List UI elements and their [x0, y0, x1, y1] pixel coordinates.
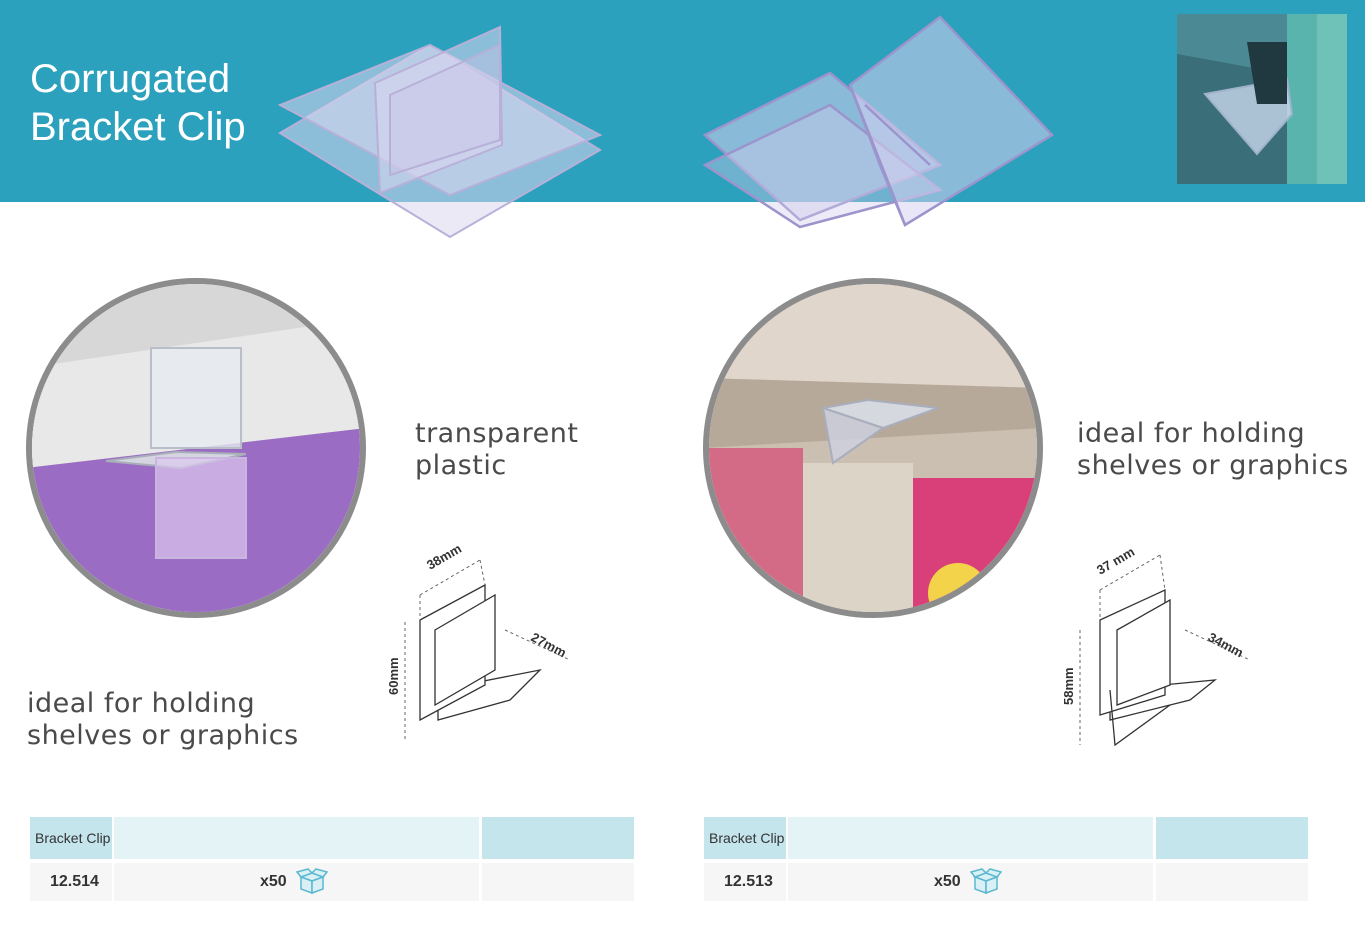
product-code: 12.514	[50, 873, 99, 890]
bracket-clip-triangle-illustration	[702, 15, 1054, 229]
table-row-cell: 12.513	[704, 863, 786, 901]
left-usage-caption: ideal for holding shelves or graphics	[27, 688, 299, 751]
right-usage-caption: ideal for holding shelves or graphics	[1077, 418, 1349, 481]
table-header-label: Bracket Clip	[35, 830, 111, 846]
table-row-cell: x50	[114, 863, 479, 901]
product-photo-thumbnail	[1177, 14, 1347, 184]
bracket-clip-flat-illustration	[277, 25, 603, 239]
table-row-cell	[1156, 863, 1308, 901]
right-product-table: Bracket Clip 12.513 x50	[704, 817, 1308, 903]
table-header-cell	[788, 817, 1153, 859]
left-width-label: 38mm	[424, 541, 464, 573]
table-header-cell	[1156, 817, 1308, 859]
table-header-label-cell: Bracket Clip	[704, 817, 786, 859]
right-dimension-drawing: 37 mm 34mm 58mm	[1061, 545, 1251, 747]
right-product-photo	[703, 278, 1043, 618]
open-box-icon	[296, 868, 328, 895]
left-material-caption: transparent plastic	[415, 418, 579, 481]
left-dimension-drawing: 38mm 27mm 60mm	[386, 541, 571, 740]
table-row-cell	[482, 863, 634, 901]
right-depth-label: 34mm	[1206, 629, 1246, 660]
table-header-label-cell: Bracket Clip	[30, 817, 112, 859]
left-product-photo	[26, 278, 366, 618]
table-row-cell: x50	[788, 863, 1153, 901]
pack-quantity: x50	[934, 873, 961, 890]
table-row-cell: 12.514	[30, 863, 112, 901]
left-height-label: 60mm	[386, 657, 401, 695]
table-header-label: Bracket Clip	[709, 830, 785, 846]
page-title: Corrugated Bracket Clip	[30, 57, 246, 149]
product-code: 12.513	[724, 873, 773, 890]
open-box-icon	[970, 868, 1002, 895]
left-product-table: Bracket Clip 12.514 x50	[30, 817, 634, 903]
table-header-cell	[114, 817, 479, 859]
left-depth-label: 27mm	[529, 629, 569, 660]
table-header-cell	[482, 817, 634, 859]
right-height-label: 58mm	[1061, 667, 1076, 705]
right-width-label: 37 mm	[1094, 545, 1137, 578]
header-banner	[0, 0, 1365, 202]
pack-quantity: x50	[260, 873, 287, 890]
